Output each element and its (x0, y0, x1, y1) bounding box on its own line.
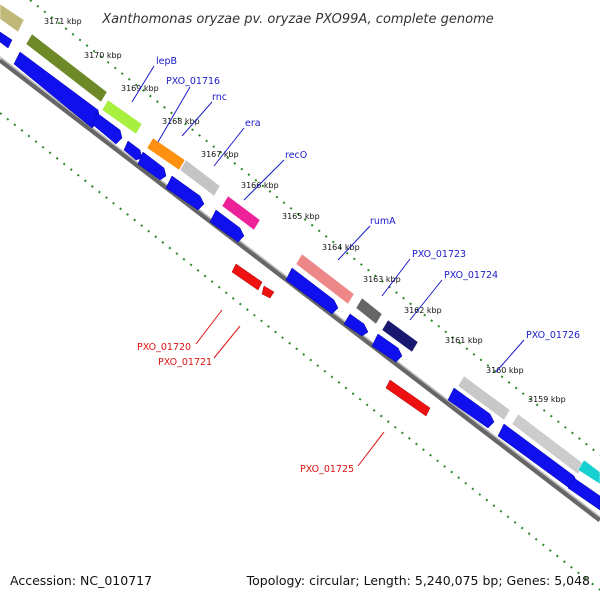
kbp-tick-label: 3159 kbp (528, 395, 566, 404)
leader-line-pxo-01716 (157, 86, 191, 143)
feature-block-lime (101, 99, 143, 135)
genome-summary-text: Topology: circular; Length: 5,240,075 bp… (246, 573, 590, 588)
cds-arrow-fwd (123, 140, 143, 161)
feature-block-navy (381, 319, 419, 353)
inner-dotted-line (0, 112, 600, 591)
forward-gene-labels: lepB PXO_01716 rnc era recO rumA PXO_017… (156, 56, 580, 341)
cds-arrow-fwd (371, 333, 403, 363)
feature-blocks (0, 3, 600, 485)
cds-arrow-fwd (137, 151, 167, 181)
kbp-tick-label: 3163 kbp (363, 275, 401, 284)
leader-line-rumA (337, 225, 371, 261)
feature-block-grey-2 (457, 375, 511, 421)
reverse-label-leaders (195, 309, 385, 467)
gene-label: era (245, 118, 261, 129)
kbp-tick-label: 3170 kbp (84, 51, 122, 60)
gene-label: PXO_01723 (412, 249, 466, 260)
kbp-tick-label: 3164 kbp (322, 243, 360, 252)
gene-label: PXO_01716 (166, 76, 220, 87)
map-title: Xanthomonas oryzae pv. oryzae PXO99A, co… (101, 12, 494, 27)
feature-block-grey-3 (511, 413, 585, 475)
feature-block-cyan (577, 459, 600, 485)
kbp-tick-label: 3166 kbp (241, 181, 279, 190)
leader-line-recO (243, 159, 285, 201)
gene-label: rnc (212, 92, 227, 103)
kbp-tick-labels: 3171 kbp 3170 kbp 3169 kbp 3168 kbp 3167… (44, 17, 566, 404)
feature-block-orange (146, 137, 186, 171)
gene-label: PXO_01724 (444, 270, 498, 281)
leader-line-pxo-01721 (213, 325, 241, 359)
cds-arrow-rev-pxo-01721 (261, 285, 275, 299)
cds-arrow-rev-pxo-01725 (385, 379, 431, 417)
cds-arrow-fwd (285, 267, 339, 315)
kbp-tick-label: 3165 kbp (282, 212, 320, 221)
leader-line-pxo-01725 (357, 431, 385, 467)
feature-block-tan (0, 3, 25, 33)
kbp-tick-label: 3168 kbp (162, 117, 200, 126)
leader-line-rnc (181, 101, 213, 137)
leader-line-pxo-01723 (381, 258, 411, 297)
feature-block-grey-1 (179, 159, 221, 197)
feature-block-magenta (221, 195, 261, 231)
gene-label: PXO_01721 (158, 357, 212, 368)
kbp-tick-label: 3161 kbp (445, 336, 483, 345)
leader-line-lepB (131, 65, 155, 103)
kbp-tick-label: 3162 kbp (404, 306, 442, 315)
cds-arrow-fwd (343, 313, 369, 337)
gene-label: PXO_01725 (300, 464, 354, 475)
leader-line-pxo-01726 (495, 339, 525, 373)
cds-arrow-rev-pxo-01720 (231, 263, 263, 291)
cds-arrow-fwd (567, 477, 600, 511)
cds-arrow-fwd (91, 112, 123, 145)
leader-line-pxo-01724 (409, 279, 443, 321)
forward-cds-arrows (0, 31, 600, 511)
gene-label: rumA (370, 216, 396, 227)
feature-block-salmon (295, 253, 355, 305)
gene-label: PXO_01720 (137, 342, 191, 353)
kbp-tick-label: 3171 kbp (44, 17, 82, 26)
forward-label-leaders (131, 65, 525, 373)
gene-label: lepB (156, 56, 177, 67)
kbp-tick-label: 3167 kbp (201, 150, 239, 159)
feature-block-olive (25, 33, 108, 103)
leader-line-era (213, 127, 245, 167)
feature-block-darkgrey (355, 297, 383, 325)
reverse-gene-labels: PXO_01720 PXO_01721 PXO_01725 (137, 342, 354, 475)
cds-arrow-fwd (209, 209, 245, 243)
leader-line-pxo-01720 (195, 309, 223, 345)
accession-text: Accession: NC_010717 (10, 573, 152, 588)
gene-label: PXO_01726 (526, 330, 580, 341)
cds-arrow-fwd (165, 175, 205, 211)
cds-arrow-fwd (0, 31, 13, 49)
gene-label: recO (285, 150, 307, 161)
kbp-tick-label: 3160 kbp (486, 366, 524, 375)
reverse-cds-arrows (231, 263, 431, 417)
cds-arrow-fwd (447, 387, 495, 429)
outer-dotted-line (29, 0, 600, 456)
